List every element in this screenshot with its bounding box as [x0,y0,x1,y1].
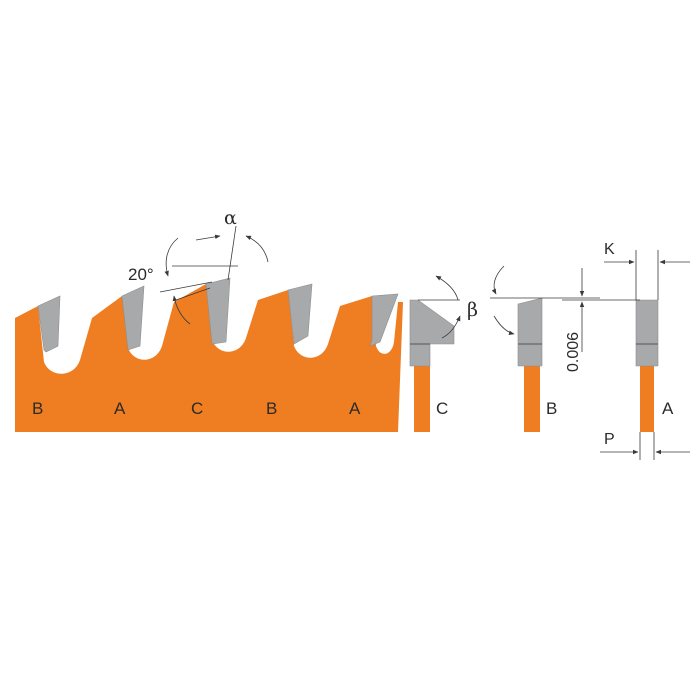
k-label: K [604,241,615,258]
tip [517,297,543,367]
p-dimension [600,432,690,460]
blade-label-5: A [349,399,361,418]
chamfer-value: 0.006 [565,332,582,372]
alpha-label: α [224,207,237,229]
tip [635,299,659,367]
blade-label-1: B [32,399,43,418]
profile-c [409,275,461,432]
profile-a [635,299,659,432]
hook-angle-label: 20° [128,265,154,284]
tooth-tip [121,285,145,351]
tooth-tip [369,293,399,347]
blade-label-3: C [191,399,203,418]
profile-label-a: A [662,399,674,418]
blade-body [15,284,403,432]
p-label: P [604,431,615,448]
tooth-tip [287,283,313,345]
shank [414,364,430,432]
beta-label: β [467,299,478,321]
tooth-tip [205,277,231,345]
k-dimension [604,250,690,300]
tip [409,299,455,367]
profile-b [490,265,544,432]
profile-label-c: C [436,399,448,418]
shank [524,364,540,432]
profile-label-b: B [546,399,557,418]
blade-label-4: B [266,399,277,418]
blade-teeth [37,277,399,353]
hook-angle-construction [159,225,269,325]
blade-label-2: A [114,399,126,418]
tooth-tip [37,295,61,353]
chamfer-dimension [544,268,640,352]
shank [640,364,654,432]
